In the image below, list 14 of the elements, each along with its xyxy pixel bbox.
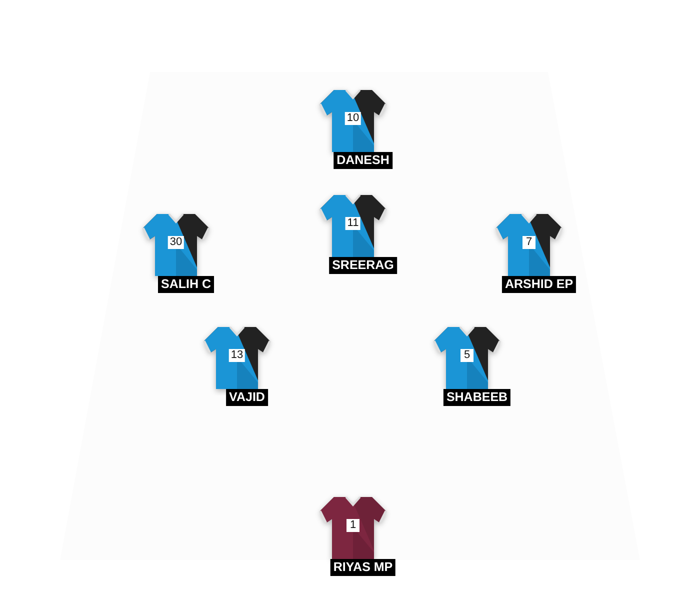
shirt-number: 13	[228, 349, 246, 362]
player-name: VAJID	[226, 389, 268, 406]
player-name: ARSHID EP	[502, 276, 576, 293]
player-name: SALIH C	[158, 276, 214, 293]
player-name: SREERAG	[329, 257, 397, 274]
player-name: RIYAS MP	[330, 559, 396, 576]
shirt-number: 5	[460, 349, 474, 362]
player-name: SHABEEB	[443, 389, 511, 406]
shirt-number: 30	[168, 236, 184, 249]
shirt-number: 10	[344, 112, 362, 125]
player-name: DANESH	[334, 152, 392, 169]
shirt-number: 7	[522, 236, 536, 249]
shirt-number: 11	[345, 217, 361, 230]
shirt-number: 1	[346, 519, 360, 532]
